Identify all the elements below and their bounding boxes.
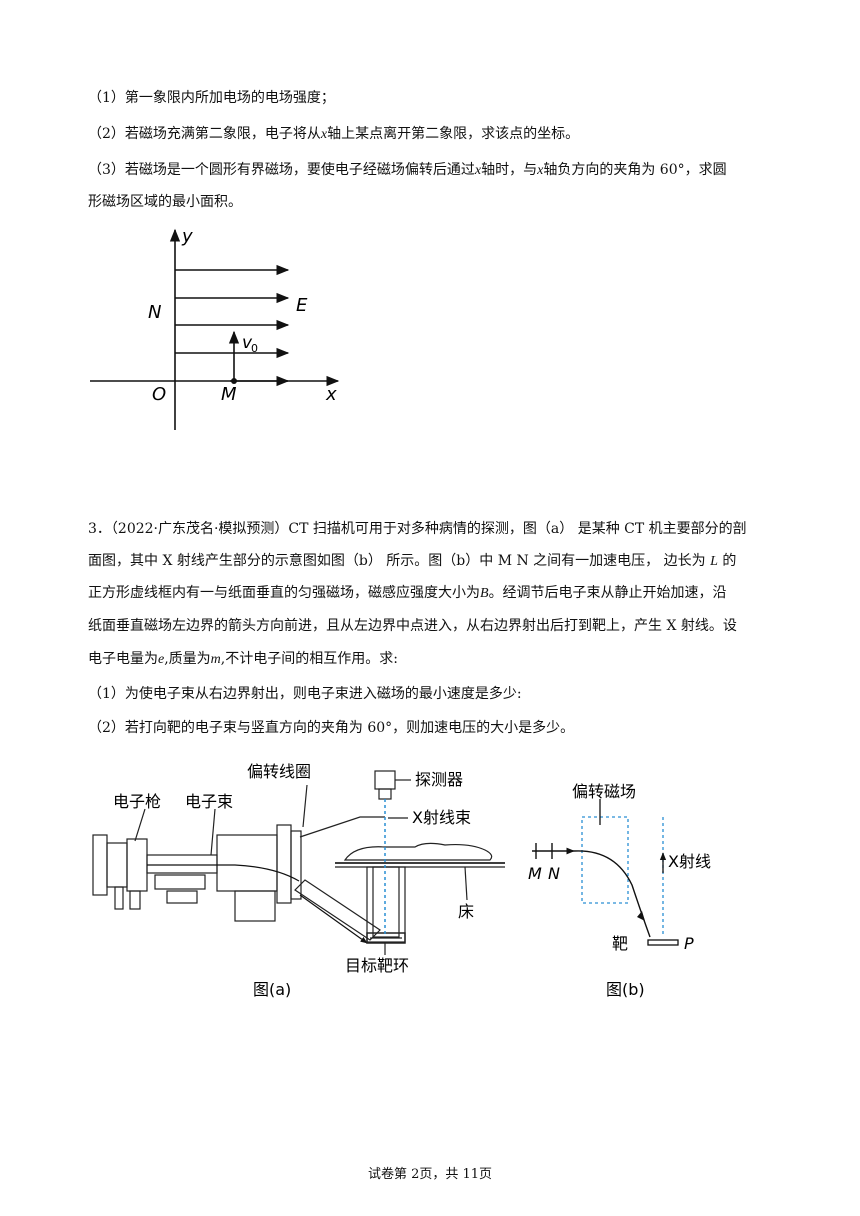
label-n: N <box>548 864 560 883</box>
ring-support <box>294 879 381 941</box>
xray-schematic-figure: 偏转磁场 M N X射线 靶 P 图(b) <box>528 782 711 999</box>
field-diagram: y N E v 0 O M x <box>90 226 340 430</box>
q2-item2: （2）若磁场充满第二象限，电子将从x轴上某点离开第二象限，求该点的坐标。 <box>88 126 580 142</box>
electron-gun <box>92 834 108 896</box>
target-plate <box>647 939 679 946</box>
label-p: P <box>684 934 694 953</box>
q3-line4: 纸面垂直磁场左边界的箭头方向前进，且从左边界中点进入，从右边界射出后打到靶上，产… <box>88 618 737 634</box>
label-target: 靶 <box>612 934 628 953</box>
label-ring: 目标靶环 <box>345 956 409 975</box>
q3-sub1: （1）为使电子束从右边界射出，则电子束进入磁场的最小速度是多少: <box>88 686 522 702</box>
q3-sub2: （2）若打向靶的电子束与竖直方向的夹角为 60°，则加速电压的大小是多少。 <box>88 720 575 736</box>
q2-item3: （3）若磁场是一个圆形有界磁场，要使电子经磁场偏转后通过x轴时，与x轴负方向的夹… <box>88 162 727 178</box>
magnetic-field-region <box>581 816 629 904</box>
label-detector: 探测器 <box>415 770 463 789</box>
label-x: x <box>325 384 337 405</box>
deflection-coil <box>216 834 278 892</box>
electron-path <box>573 850 651 938</box>
q2-item3-cont: 形磁场区域的最小面积。 <box>88 194 242 210</box>
q2-item1: （1）第一象限内所加电场的电场强度； <box>88 90 335 106</box>
target-ring <box>366 932 406 944</box>
caption-a: 图(a) <box>253 980 291 999</box>
page-footer: 试卷第 2页，共 11页 <box>367 1167 493 1182</box>
q3-line1: 3．（2022·广东茂名·模拟预测）CT 扫描机可用于对多种病情的探测，图（a）… <box>88 521 747 537</box>
label-v-sub: 0 <box>251 342 258 355</box>
q3-line2: 面图，其中 X 射线产生部分的示意图如图（b） 所示。图（b）中 M N 之间有… <box>88 553 737 569</box>
label-bed: 床 <box>458 902 474 921</box>
label-o: O <box>152 384 166 405</box>
label-e: E <box>296 295 308 316</box>
electron-beam <box>147 864 300 882</box>
ct-machine-figure: 偏转线圈 探测器 电子枪 电子束 X射线束 床 目标靶环 图(a) <box>92 762 505 999</box>
label-y: y <box>181 226 193 247</box>
q3-line3: 正方形虚线框内有一与纸面垂直的匀强磁场，磁感应强度大小为B。经调节后电子束从静止… <box>88 585 727 601</box>
caption-b: 图(b) <box>606 980 645 999</box>
label-m: M <box>528 864 542 883</box>
q3-line5: 电子电量为e,质量为m,不计电子间的相互作用。求: <box>88 651 398 667</box>
label-field: 偏转磁场 <box>572 782 636 801</box>
label-xray-beam: X射线束 <box>412 808 471 827</box>
label-coil: 偏转线圈 <box>247 762 311 781</box>
detector <box>374 770 396 790</box>
label-v: v <box>242 333 253 353</box>
patient <box>343 842 493 861</box>
label-n: N <box>148 302 161 323</box>
label-m: M <box>221 384 237 405</box>
point-m <box>231 378 237 384</box>
label-gun: 电子枪 <box>113 792 161 811</box>
label-xray: X射线 <box>668 852 711 871</box>
label-beam: 电子束 <box>185 792 233 811</box>
beam-tube <box>146 854 218 874</box>
